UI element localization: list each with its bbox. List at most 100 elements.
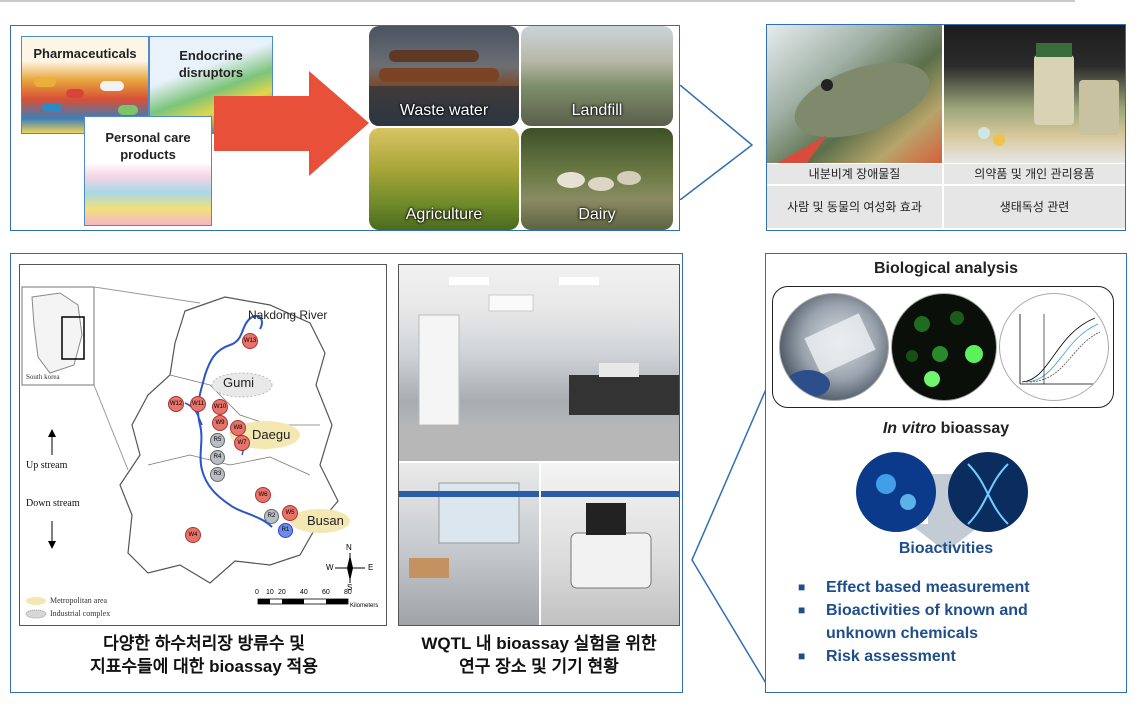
cells-dna-icon	[856, 452, 1028, 552]
legend-metro: Metropolitan area	[50, 596, 108, 605]
site-marker: W7	[234, 435, 250, 451]
pharmaceuticals-label: Pharmaceuticals	[33, 46, 137, 61]
list-item: ■ Bioactivities of known and unknown chem…	[798, 599, 1068, 645]
fish-icon	[777, 62, 930, 163]
instrument-icon	[541, 491, 679, 589]
site-marker: W8	[230, 420, 246, 436]
site-marker: W12	[168, 396, 184, 412]
right-arrow-icon	[214, 71, 369, 176]
fluorescent-cells-icon	[906, 311, 983, 387]
bioactivity-list: ■ Effect based measurement ■ Bioactivities…	[798, 576, 1068, 668]
bullet-icon: ■	[798, 603, 806, 617]
scale-tick: 10	[266, 589, 274, 596]
bioassay-text: bioassay	[936, 420, 1010, 437]
scale-tick: 0	[255, 589, 259, 596]
edc-label: 내분비계 장애물질	[767, 164, 942, 184]
scale-unit: Kilometers	[350, 603, 379, 609]
lab-caption-line2: 연구 장소 및 기기 현황	[459, 657, 619, 676]
in-vitro-bioassay-heading: In vitro bioassay	[766, 420, 1126, 438]
bullet-icon: ■	[798, 649, 806, 663]
scale-tick: 20	[278, 589, 286, 596]
map-lab-panel: South korea Nakdong River Up stream Down…	[10, 253, 683, 693]
city-daegu: Daegu	[252, 427, 291, 442]
site-marker: W6	[255, 487, 271, 503]
scale-tick: 80	[344, 589, 352, 596]
biological-analysis-panel: Biological analysis	[765, 253, 1127, 693]
chevron-left-icon	[691, 380, 770, 690]
endocrine-disruptors-text: Endocrine disruptors	[178, 48, 244, 80]
agriculture-photo: Agriculture	[369, 128, 519, 230]
landfill-label: Landfill	[571, 102, 623, 119]
microplate-photo	[779, 293, 889, 401]
lab-caption: WQTL 내 bioassay 실험을 위한 연구 장소 및 기기 현황	[398, 632, 680, 678]
site-marker: W10	[212, 399, 228, 415]
instrument-photo	[541, 463, 679, 625]
list-item-text: Bioactivities of known and unknown chemi…	[826, 602, 1028, 642]
city-gumi: Gumi	[223, 375, 255, 390]
fluorescence-photo	[891, 293, 997, 401]
pill-bottles-icon	[978, 43, 1119, 146]
city-busan: Busan	[307, 513, 344, 528]
endocrine-disruptors-label: Endocrine disruptors	[150, 47, 272, 81]
lab-room-photo	[399, 265, 679, 461]
bio-title: Biological analysis	[873, 260, 1019, 277]
compass-e: E	[368, 563, 374, 572]
legend-industrial: Industrial complex	[50, 609, 111, 618]
microplate-icon	[786, 313, 876, 398]
map-caption-line2: 지표수들에 대한 bioassay 적용	[90, 657, 318, 676]
edc-effect: 사람 및 동물의 여성화 효과	[767, 186, 942, 228]
river-label: Nakdong River	[248, 308, 328, 322]
map-caption: 다양한 하수처리장 방류수 및 지표수들에 대한 bioassay 적용	[29, 632, 379, 678]
site-marker: R2	[264, 509, 279, 524]
lab-photos	[398, 264, 680, 626]
assay-images-frame	[772, 286, 1114, 408]
scale-tick: 60	[322, 589, 330, 596]
personal-care-card: Personal care products	[84, 116, 212, 226]
list-item: ■ Risk assessment	[798, 645, 1068, 668]
site-marker: W11	[190, 396, 206, 412]
bioactivities-heading: Bioactivities	[898, 540, 994, 557]
compass-w: W	[326, 563, 334, 572]
list-item-text: Effect based measurement	[826, 579, 1030, 596]
map-caption-line1: 다양한 하수처리장 방류수 및	[103, 634, 305, 653]
site-marker: W5	[282, 505, 298, 521]
lab-caption-line1: WQTL 내 bioassay 실험을 위한	[421, 634, 657, 653]
downstream-label: Down stream	[26, 498, 80, 509]
cabinet-icon	[399, 482, 539, 578]
effects-panel: 내분비계 장애물질 의약품 및 개인 관리용품 사람 및 동물의 여성화 효과 …	[766, 24, 1126, 231]
dose-response-icon	[1019, 314, 1101, 385]
bullet-icon: ■	[798, 580, 806, 594]
list-item-text: Risk assessment	[826, 648, 956, 665]
top-divider	[0, 0, 1075, 2]
site-marker: R4	[210, 450, 225, 465]
site-marker: W4	[185, 527, 201, 543]
site-marker: W13	[242, 333, 258, 349]
study-area-map: South korea Nakdong River Up stream Down…	[19, 264, 387, 626]
upstream-label: Up stream	[26, 460, 68, 471]
biosafety-cabinet-photo	[399, 463, 539, 625]
agriculture-label: Agriculture	[405, 206, 483, 223]
compass-s: S	[347, 583, 353, 592]
drugs-photo	[944, 25, 1125, 163]
ppcp-label: 의약품 및 개인 관리용품	[944, 164, 1125, 184]
landfill-photo: Landfill	[521, 26, 673, 126]
ppcp-effect: 생태독성 관련	[944, 186, 1125, 228]
pipes-icon	[369, 50, 519, 126]
dose-response-graph	[999, 293, 1109, 401]
dairy-photo: Dairy	[521, 128, 673, 230]
scale-tick: 40	[300, 589, 308, 596]
site-marker: R3	[210, 467, 225, 482]
fish-photo	[767, 25, 942, 163]
list-item: ■ Effect based measurement	[798, 576, 1068, 599]
cows-icon	[557, 171, 641, 191]
waste-water-photo: Waste water	[369, 26, 519, 126]
waste-water-label: Waste water	[399, 102, 489, 119]
chevron-right-icon	[680, 85, 754, 200]
site-marker: R1	[278, 523, 293, 538]
dairy-label: Dairy	[578, 206, 616, 223]
lab-bench-icon	[399, 277, 679, 461]
in-vitro-italic: In vitro	[882, 420, 937, 437]
site-marker: R5	[210, 433, 225, 448]
site-marker: W9	[212, 415, 228, 431]
compass-n: N	[346, 543, 352, 552]
